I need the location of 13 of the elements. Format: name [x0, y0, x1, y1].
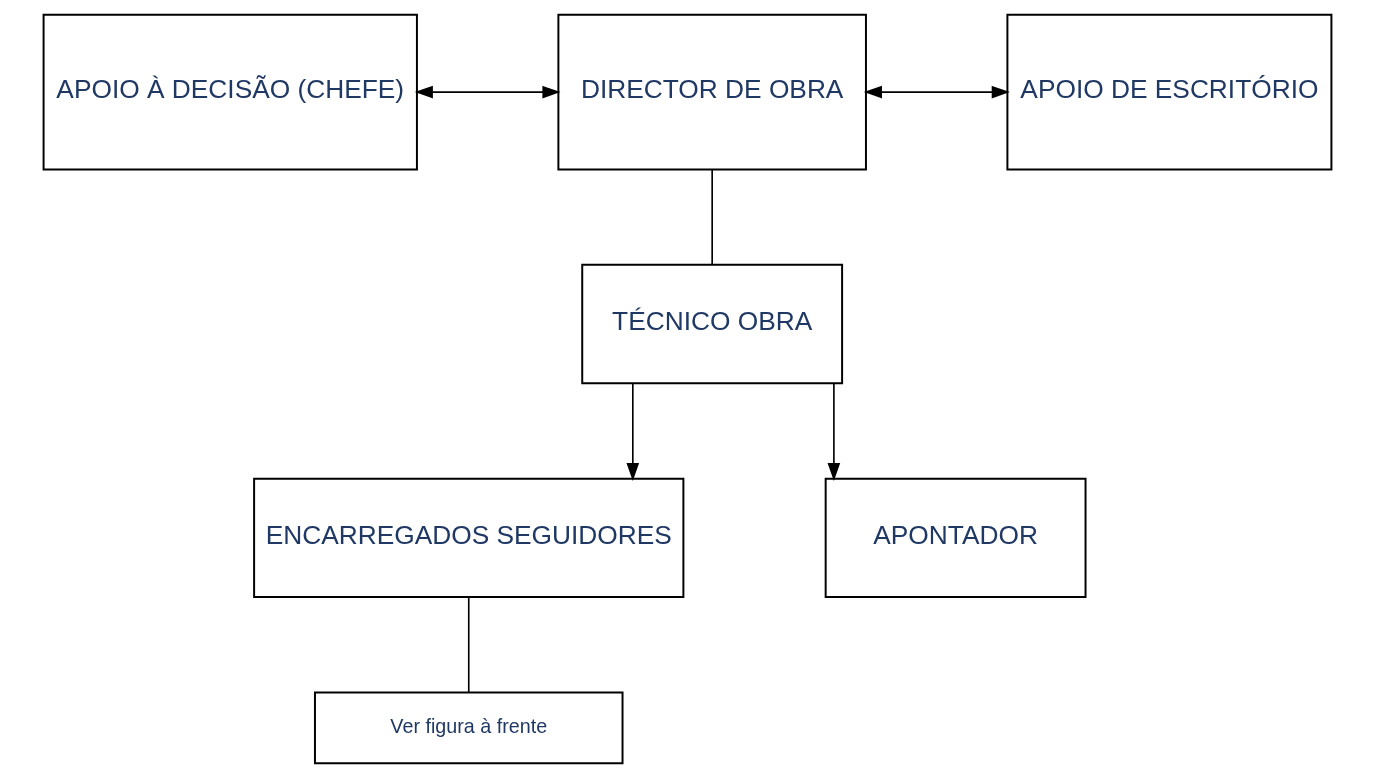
- node-box: APOIO DE ESCRITÓRIO: [1006, 13, 1333, 171]
- node-box: APOIO À DECISÃO (CHEFE): [42, 13, 418, 171]
- node-box: ENCARREGADOS SEGUIDORES: [253, 477, 685, 599]
- connector: [711, 169, 713, 266]
- node-box: Ver figura à frente: [313, 691, 624, 765]
- arrow: [414, 85, 561, 99]
- arrow: [863, 85, 1010, 99]
- node-box: APONTADOR: [824, 477, 1087, 599]
- connector: [467, 596, 470, 694]
- node-box: TÉCNICO OBRA: [581, 263, 844, 385]
- arrow: [827, 382, 841, 482]
- node-box: DIRECTOR DE OBRA: [557, 13, 867, 171]
- arrow: [626, 382, 640, 482]
